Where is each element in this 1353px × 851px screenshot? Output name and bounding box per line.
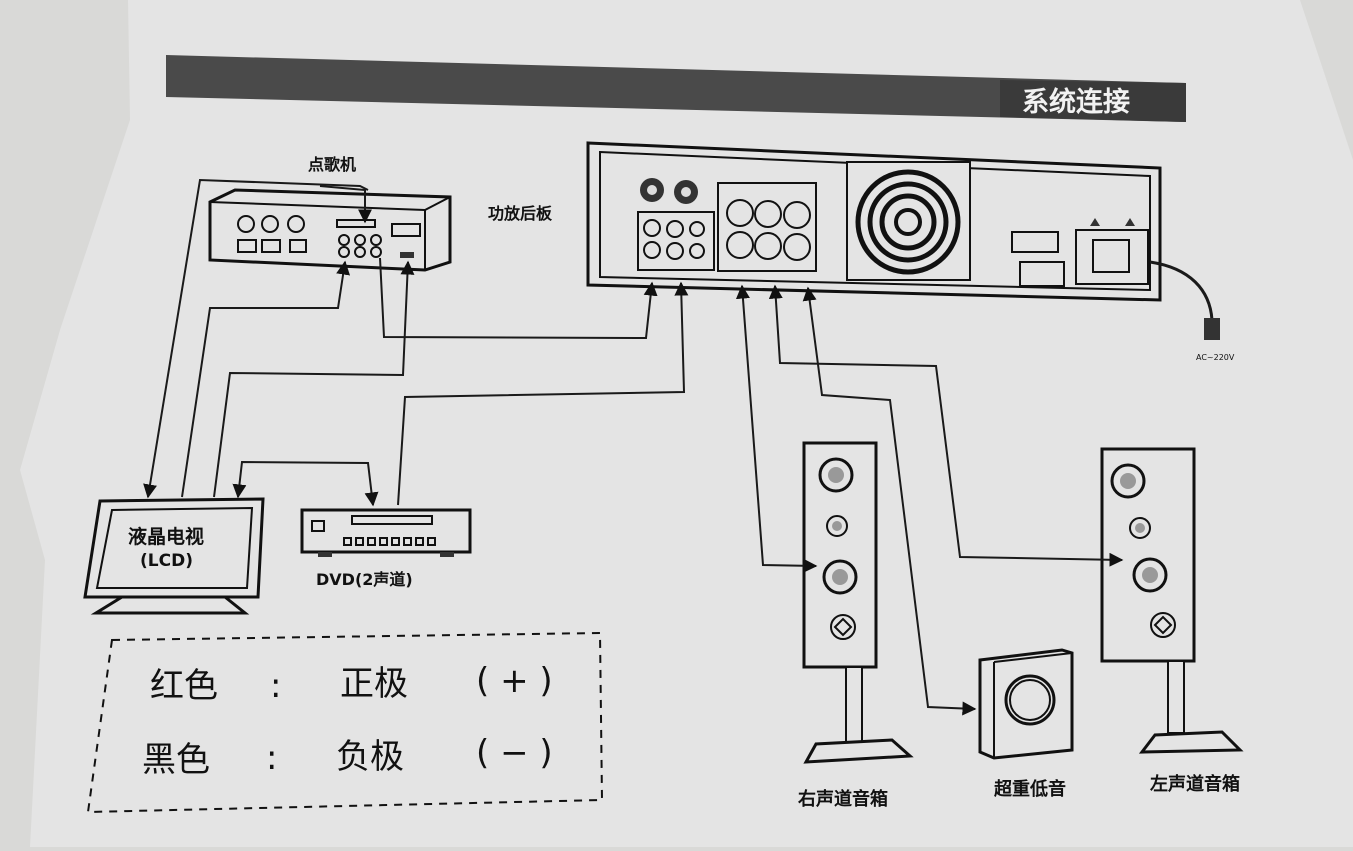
legend-red-meaning: 正极 [340, 664, 408, 704]
wire-amp-to-subwoofer [802, 286, 977, 716]
header-title: 系统连接 [1022, 86, 1130, 118]
legend-red-sep: : [270, 666, 281, 706]
legend-black-sep: : [266, 738, 277, 778]
wire-dvd-to-amp [397, 281, 689, 506]
polarity-legend: 红色 : 正极 ( + ) 黑色 : 负极 ( − ) [86, 631, 604, 814]
wire-karaoke-input [319, 185, 372, 224]
legend-black-color: 黑色 [142, 740, 210, 780]
legend-red-color: 红色 [150, 666, 218, 706]
paper-sheet [20, 0, 1353, 847]
wire-karaoke-to-tv-1 [143, 178, 369, 499]
amplifier-label: 功放后板 [488, 204, 553, 223]
amplifier-rear-panel: 功放后板 AC~220V [488, 141, 1235, 362]
wire-tv-to-karaoke [181, 260, 351, 498]
subwoofer: 超重低音 [978, 648, 1074, 800]
legend-black-sign: ( − ) [476, 733, 553, 773]
legend-red-sign: ( + ) [476, 661, 553, 701]
header-bar: 系统连接 [166, 55, 1186, 122]
tv-label-line1: 液晶电视 [128, 525, 204, 548]
right-speaker-label: 右声道音箱 [798, 788, 888, 810]
karaoke-label: 点歌机 [308, 155, 356, 174]
subwoofer-label: 超重低音 [994, 778, 1066, 800]
lcd-tv: 液晶电视 (LCD) [83, 497, 265, 615]
wire-tv-to-dvd [232, 460, 379, 507]
wiring [143, 178, 1124, 716]
power-label: AC~220V [1196, 353, 1235, 362]
dvd-label: DVD(2声道) [316, 570, 413, 589]
wire-karaoke-to-amp [379, 257, 658, 340]
left-speaker-label: 左声道音箱 [1150, 773, 1240, 795]
legend-black-meaning: 负极 [336, 737, 404, 777]
karaoke-machine: 点歌机 [208, 155, 452, 272]
tv-label-line2: (LCD) [140, 551, 193, 571]
dvd-player: DVD(2声道) [300, 508, 472, 589]
wire-tv-to-karaoke-2 [213, 260, 415, 498]
